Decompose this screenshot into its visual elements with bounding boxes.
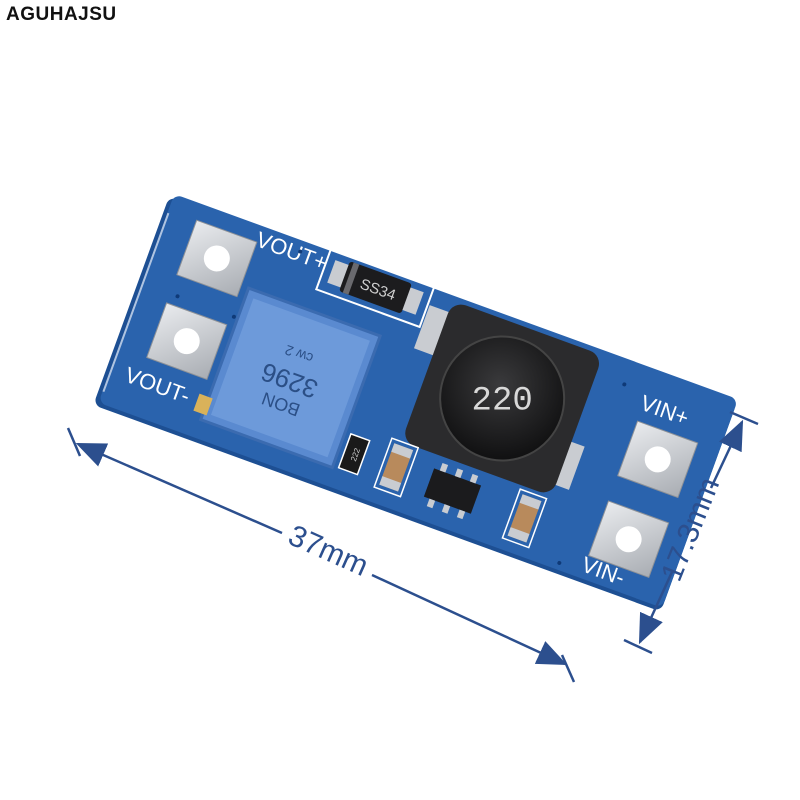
boost-ic	[423, 462, 482, 520]
diode-ss34: SS34	[314, 246, 436, 329]
resistor-222: 222	[337, 432, 371, 476]
pot-adjust-screw	[193, 393, 213, 416]
capacitor-left	[373, 437, 420, 498]
pad-vin-minus	[588, 500, 670, 579]
pad-vout-minus	[146, 302, 228, 380]
length-label: 37mm	[283, 519, 373, 583]
trimmer-potentiometer: BON 3296 cw 2	[193, 286, 383, 470]
brand-watermark: AGUHAJSU	[6, 4, 117, 25]
resistor-marking: 222	[349, 446, 362, 462]
inductor-marking: 220	[472, 382, 533, 420]
pad-vin-plus	[617, 420, 699, 499]
pcb-board: VOUT+ VOUT- VIN+ VIN- BON 3296 cw 2 SS34	[95, 196, 736, 610]
inductor-220: 220	[405, 304, 600, 493]
capacitor-right	[501, 488, 548, 549]
pad-vout-plus	[176, 219, 258, 298]
